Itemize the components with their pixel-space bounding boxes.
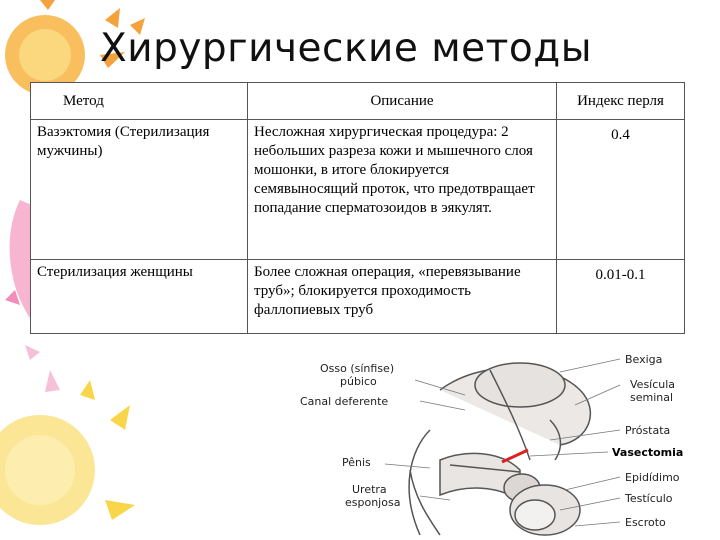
cell-index: 0.01-0.1 (556, 259, 685, 334)
label-epididimo: Epidídimo (625, 471, 680, 484)
label-testiculo: Testículo (624, 492, 673, 505)
label-seminal: seminal (630, 391, 673, 404)
label-bexiga: Bexiga (625, 353, 662, 366)
header-description: Описание (247, 82, 557, 120)
methods-table: Метод Описание Индекс перля Вазэктомия (… (30, 82, 685, 334)
label-osso: Osso (sínfise) (320, 362, 394, 375)
label-penis: Pênis (342, 456, 371, 469)
cell-index: 0.4 (556, 119, 685, 260)
cell-method: Стерилизация женщины (30, 259, 248, 334)
label-vesicula: Vesícula (630, 378, 675, 391)
anatomy-illustration (408, 362, 591, 536)
header-method: Метод (30, 82, 248, 120)
pointer-lines (384, 358, 621, 527)
label-canal-deferente: Canal deferente (300, 395, 388, 408)
label-escroto: Escroto (625, 516, 666, 529)
vasectomy-mark (501, 448, 529, 464)
anatomy-diagram: Osso (sínfise) púbico Canal deferente Pê… (300, 353, 683, 536)
sun-top-left-icon (5, 0, 145, 95)
label-vasectomia: Vasectomia (612, 446, 683, 459)
table-header-row: Метод Описание Индекс перля (30, 82, 685, 120)
label-pubico: púbico (340, 375, 377, 388)
label-prostata: Próstata (625, 424, 670, 437)
cell-method: Вазэктомия (Стерилизация мужчины) (30, 119, 248, 260)
label-uretra: Uretra (352, 483, 387, 496)
table-row: Вазэктомия (Стерилизация мужчины) Неслож… (30, 119, 685, 260)
label-esponjosa: esponjosa (345, 496, 400, 509)
cell-description: Более сложная операция, «перевязывание т… (247, 259, 557, 334)
sun-bottom-left-icon (0, 380, 135, 525)
header-index: Индекс перля (556, 82, 685, 120)
cell-description: Несложная хирургическая процедура: 2 неб… (247, 119, 557, 260)
table-row: Стерилизация женщины Более сложная опера… (30, 259, 685, 334)
page-title: Хирургические методы (100, 26, 593, 71)
